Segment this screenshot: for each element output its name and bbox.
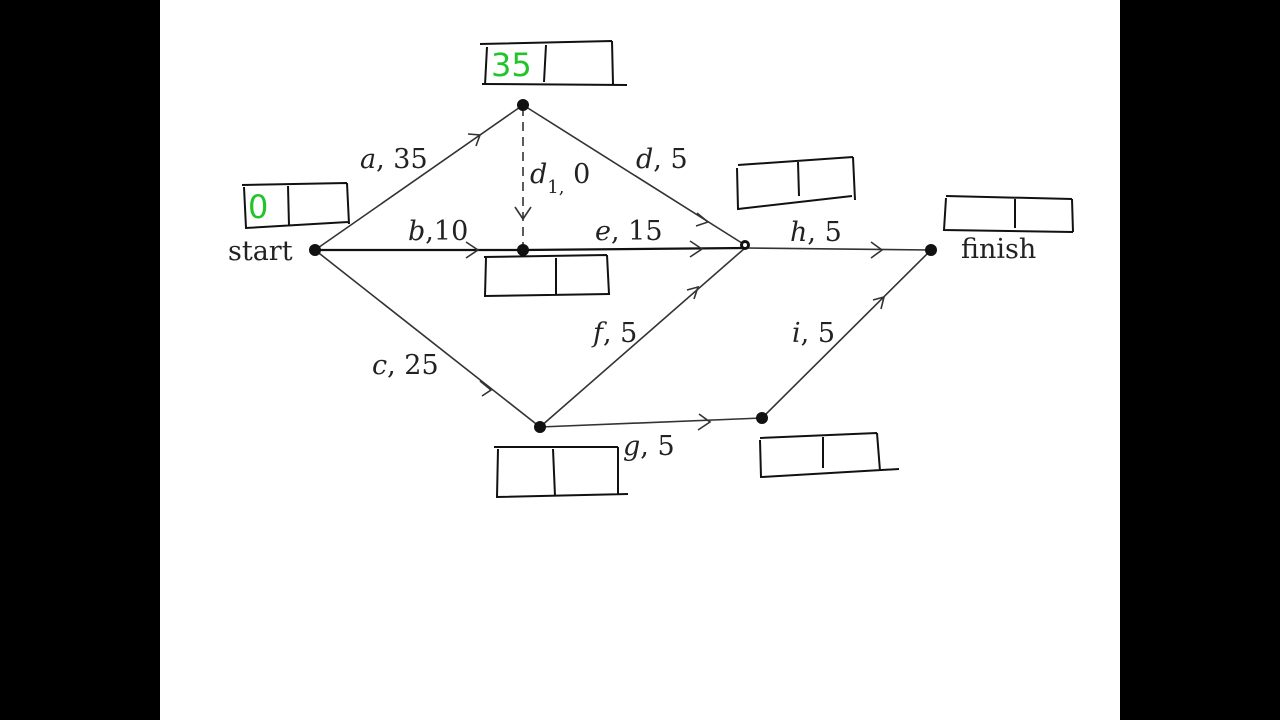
edge-label-d1: d1, 0: [530, 159, 590, 198]
arrowhead-a: [467, 133, 482, 147]
time-box-finish: [942, 195, 1074, 233]
edge-label-f: f, 5: [591, 318, 637, 349]
edge-label-h: h, 5: [790, 217, 842, 248]
arrowhead-f: [686, 285, 700, 300]
activity-network-diagram: start finish a, 35 b,10 c, 25 d, 5 d1, 0…: [228, 40, 1074, 499]
label-start: start: [228, 236, 293, 267]
edge-label-d: d, 5: [636, 144, 688, 175]
edge-e: [522, 246, 746, 252]
time-box-middle: [483, 254, 611, 298]
node-start: [309, 244, 321, 256]
time-box-top: 35: [479, 40, 628, 86]
arrowhead-d1: [514, 206, 532, 221]
edge-label-b: b,10: [408, 216, 468, 247]
arrowhead-i: [872, 295, 886, 310]
edge-c: [314, 249, 541, 428]
node-middle: [517, 244, 529, 256]
edge-label-i: i, 5: [792, 318, 835, 349]
edge-f: [539, 247, 746, 428]
edge-i: [761, 249, 932, 419]
arrowhead-h: [870, 241, 884, 259]
label-finish: finish: [961, 234, 1036, 265]
arrowhead-c: [479, 380, 493, 397]
start-box-value: 0: [248, 188, 268, 226]
arrowhead-e: [689, 240, 704, 258]
top-box-value: 35: [491, 46, 532, 84]
node-bottom-right: [756, 412, 768, 424]
time-box-bottom: [494, 446, 629, 499]
node-finish: [925, 244, 937, 256]
edge-label-a: a, 35: [360, 144, 428, 175]
edge-label-c: c, 25: [372, 350, 439, 381]
whiteboard-canvas: start finish a, 35 b,10 c, 25 d, 5 d1, 0…: [160, 0, 1120, 720]
arrowhead-d: [695, 212, 710, 227]
edge-label-g: g, 5: [623, 431, 675, 462]
time-box-right-middle: [736, 156, 856, 211]
node-top: [517, 99, 529, 111]
node-right-middle-inner: [743, 243, 747, 247]
edge-h: [744, 247, 932, 251]
arrowhead-b: [465, 241, 480, 259]
arrowhead-g: [697, 413, 712, 431]
node-bottom: [534, 421, 546, 433]
time-box-bottom-right: [759, 432, 900, 479]
edge-g: [539, 417, 763, 428]
time-box-start: 0: [241, 182, 350, 230]
edge-a: [314, 104, 524, 251]
edge-label-e: e, 15: [595, 216, 663, 247]
